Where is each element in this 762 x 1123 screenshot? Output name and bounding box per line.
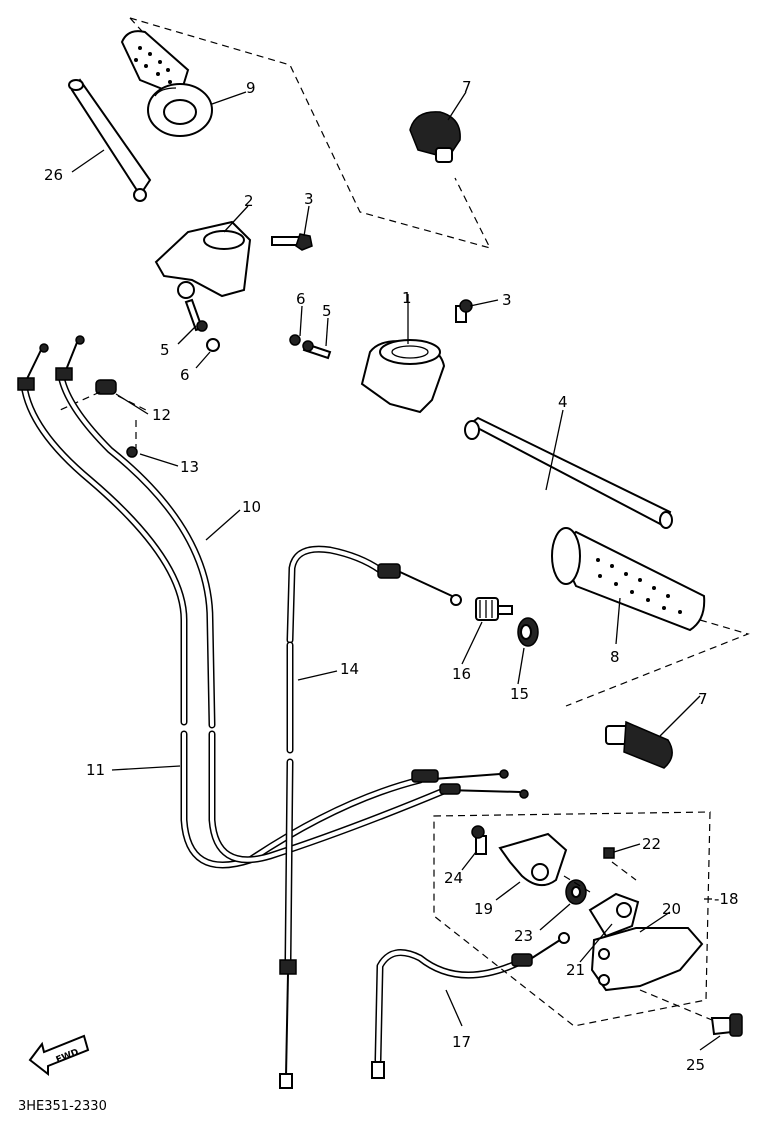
callout-8: 8	[610, 648, 620, 666]
screw-part-22	[603, 847, 615, 859]
assembly-boundary-right	[565, 619, 750, 707]
callout-16: 16	[452, 665, 471, 683]
callout-25: 25	[686, 1056, 705, 1074]
bolt-part-3-lower	[455, 299, 473, 323]
lever-cam-part-21	[588, 892, 640, 938]
adjuster-part-16	[475, 597, 513, 621]
callout-2: 2	[244, 192, 254, 210]
grip-holder-part-2	[154, 220, 252, 299]
callout-6-right: 6	[296, 290, 306, 308]
callout-24: 24	[444, 869, 463, 887]
washer-part-23	[565, 879, 587, 905]
callout-15: 15	[510, 685, 529, 703]
callout-1: 1	[402, 289, 412, 307]
callouts: 9 7 26 2 3 1 3 6 5 5 6 4 12 13 10 14 16 …	[44, 78, 739, 1074]
callout-11: 11	[86, 761, 105, 779]
assembly-boundary-18	[433, 811, 711, 1027]
callout-17: 17	[452, 1033, 471, 1051]
bar-end-part-7-bottom	[605, 720, 673, 769]
throttle-grip-part-9	[120, 30, 213, 137]
callout-4: 4	[558, 393, 568, 411]
callout-21: 21	[566, 961, 585, 979]
leader-lines	[71, 91, 721, 1051]
throttle-housing-part-1	[360, 339, 446, 414]
callout-19: 19	[474, 900, 493, 918]
screw-part-5-right	[302, 340, 332, 360]
callout-12: 12	[152, 406, 171, 424]
forward-arrow-icon: FWD	[28, 1034, 90, 1077]
throttle-cable-part-11	[180, 730, 529, 869]
choke-cable-part-14	[279, 545, 462, 1089]
callout-9: 9	[246, 79, 256, 97]
callout-3-upper: 3	[304, 190, 314, 208]
throttle-cable-part-10	[17, 335, 216, 729]
bar-end-part-7-top	[409, 111, 461, 163]
bracket-part-20	[590, 927, 704, 992]
screw-part-13	[126, 446, 138, 458]
cable-fitting-part-12	[95, 379, 117, 395]
callout-6-left: 6	[180, 366, 190, 384]
callout-20: 20	[662, 900, 681, 918]
callout-10: 10	[242, 498, 261, 516]
washer-part-6-left	[206, 338, 220, 352]
screw-part-5-left	[184, 298, 208, 332]
bolt-part-3-upper	[271, 233, 313, 251]
callout-26: 26	[44, 166, 63, 184]
callout-23: 23	[514, 927, 533, 945]
bolt-part-25	[710, 1013, 743, 1037]
throttle-tube-part-4	[464, 416, 673, 529]
callout-5-left: 5	[160, 341, 170, 359]
cable-part-17	[371, 932, 570, 1079]
locknut-part-15	[517, 617, 539, 647]
callout-14: 14	[340, 660, 359, 678]
washer-part-6-right	[289, 334, 301, 346]
callout-18: -18	[714, 890, 739, 908]
choke-lever-part-19	[498, 832, 568, 887]
callout-7-bottom: 7	[698, 690, 708, 708]
screw-part-24	[471, 825, 487, 855]
drawing-code: 3HE351-2330	[18, 1099, 107, 1114]
callout-7-top: 7	[462, 78, 472, 96]
callout-22: 22	[642, 835, 661, 853]
grip-part-8	[551, 527, 706, 632]
handlebar-part-26	[68, 78, 152, 202]
callout-5-right: 5	[322, 302, 332, 320]
callout-3-lower: 3	[502, 291, 512, 309]
callout-13: 13	[180, 458, 199, 476]
